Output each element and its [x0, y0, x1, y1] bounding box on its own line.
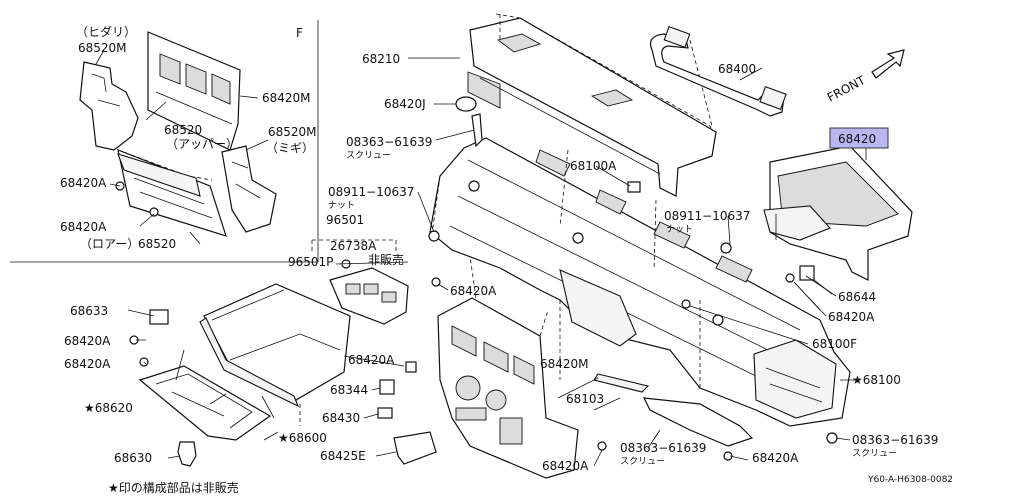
screw-icon [597, 441, 607, 451]
nut-icon [428, 230, 440, 242]
label-08911-a: 08911−10637 [328, 185, 414, 199]
lock-68633 [149, 309, 169, 325]
front-arrow: FRONT [825, 49, 905, 105]
label-68344: 68344 [330, 383, 368, 397]
screw-icon [723, 451, 733, 461]
glove-box-lid [203, 283, 351, 401]
clip-68644 [799, 265, 815, 281]
label-08911-b: 08911−10637 [664, 209, 750, 223]
side-panel-right [221, 145, 277, 233]
trim-68425e [393, 431, 437, 465]
label-68100: ★68100 [852, 373, 901, 387]
glove-box [129, 283, 351, 467]
label-migi: （ミギ） [266, 141, 314, 155]
label-68520-upper: 68520 [164, 123, 202, 137]
label-68100f: 68100F [812, 337, 857, 351]
side-panel-left [79, 61, 139, 151]
label-26738a: 26738A [330, 239, 377, 253]
front-arrow-icon [871, 49, 905, 79]
audio-bracket-shell [329, 267, 409, 325]
screw-icon [471, 113, 483, 148]
label-68520m-left: 68520M [78, 41, 127, 55]
label-96501: 96501 [326, 213, 364, 227]
label-68420a-right: 68420A [828, 310, 875, 324]
label-68420a-glove-1: 68420A [64, 334, 111, 348]
label-68420a-center: 68420A [450, 284, 497, 298]
dashboard-body [429, 137, 851, 427]
label-68420m-main: 68420M [540, 357, 589, 371]
nut-icon [720, 242, 732, 254]
label-08363-c: 08363−61639 [852, 433, 938, 447]
label-08363-b: 08363−61639 [620, 441, 706, 455]
clip-68430 [377, 407, 393, 419]
meter-hood [763, 145, 913, 311]
label-68630: 68630 [114, 451, 152, 465]
trim-68103 [593, 373, 650, 393]
clip-68100a [627, 181, 641, 193]
label-nut-b: ナット [666, 224, 693, 235]
label-screw-c: スクリュー [852, 448, 897, 459]
label-68644: 68644 [838, 290, 876, 304]
label-68420a-inset-1: 68420A [60, 176, 107, 190]
label-68420m-inset: 68420M [262, 91, 311, 105]
label-68420a-bottom-right: 68420A [752, 451, 799, 465]
upper-cover [117, 153, 201, 197]
label-68520-lower: 68520 [138, 237, 176, 251]
audio-bracket [311, 239, 441, 325]
screw-icon [681, 299, 691, 309]
label-68210: 68210 [362, 52, 400, 66]
bumper-68630 [177, 441, 197, 467]
label-68400: 68400 [718, 62, 756, 76]
small-parts [377, 96, 838, 465]
label-screw-a: スクリュー [346, 150, 391, 161]
panel-letter: F [296, 26, 303, 40]
label-screw-b: スクリュー [620, 456, 665, 467]
label-68620: ★68620 [84, 401, 133, 415]
clip-68420a [405, 361, 417, 373]
label-68430: 68430 [322, 411, 360, 425]
label-68420a-inset-2: 68420A [60, 220, 107, 234]
clip-68344 [379, 379, 395, 395]
label-68425e: 68425E [320, 449, 366, 463]
label-68103: 68103 [566, 392, 604, 406]
grab-handle [649, 25, 787, 117]
highlight-box-68420 [829, 127, 889, 149]
label-68520m-right: 68520M [268, 125, 317, 139]
front-label: FRONT [825, 73, 868, 105]
dashboard-shell [429, 137, 851, 427]
label-68420a-bottom: 68420A [542, 459, 589, 473]
glove-box-inner-panel [138, 365, 272, 441]
center-bezel [437, 297, 579, 479]
cap-68420j [455, 96, 477, 112]
diagram-code: Y60-A-H6308-0082 [867, 475, 953, 485]
label-68420j: 68420J [384, 97, 426, 111]
top-pad-assembly [467, 13, 717, 197]
label-roa: （ロアー） [80, 237, 139, 251]
screw-icon [785, 273, 795, 283]
leader-lines [127, 57, 860, 467]
label-68100a: 68100A [570, 159, 617, 173]
screw-icon [149, 207, 159, 217]
label-08363-a: 08363−61639 [346, 135, 432, 149]
label-68420a-glove-2: 68420A [64, 357, 111, 371]
footnote: ★印の構成部品は非販売 [108, 480, 239, 495]
label-hidari: （ヒダリ） [76, 24, 136, 39]
bracket-lower [642, 397, 754, 447]
label-68600: ★68600 [278, 431, 327, 445]
label-68633: 68633 [70, 304, 108, 318]
label-appa: （アッパー） [166, 137, 238, 151]
top-pad [469, 17, 717, 197]
label-96501p: 96501P [288, 255, 333, 269]
label-68420-highlight: 68420 [838, 132, 876, 146]
label-nut-a: ナット [328, 200, 355, 211]
dash-lower-pocket [559, 269, 637, 347]
label-hihanbai: 非販売 [368, 252, 404, 267]
label-68420a-mid: 68420A [348, 353, 395, 367]
screw-icon [826, 432, 838, 444]
inset-panel-f: F （ヒダリ） 68520M 68420M 68520 （アッパー） 68520… [10, 20, 319, 263]
